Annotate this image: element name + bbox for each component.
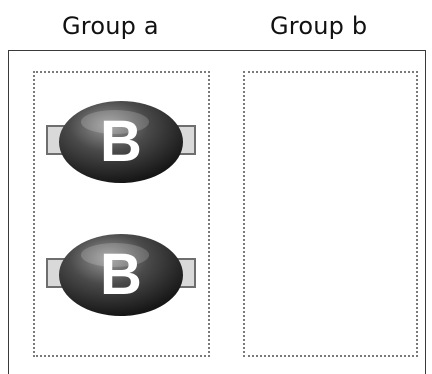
node-b-2-graphic: B <box>46 234 196 316</box>
group-b-title: Group b <box>270 12 368 40</box>
group-a-title: Group a <box>62 12 159 40</box>
node-b-1[interactable]: B <box>41 98 201 184</box>
node-letter: B <box>100 109 142 174</box>
outer-frame <box>8 50 426 374</box>
node-ellipse-icon <box>59 101 183 183</box>
node-letter: B <box>100 242 142 307</box>
group-a-box[interactable] <box>33 71 210 357</box>
group-b-box[interactable] <box>243 71 418 357</box>
node-b-1-graphic: B <box>46 101 196 183</box>
node-b-2[interactable]: B <box>41 231 201 317</box>
node-ellipse-icon <box>59 234 183 316</box>
